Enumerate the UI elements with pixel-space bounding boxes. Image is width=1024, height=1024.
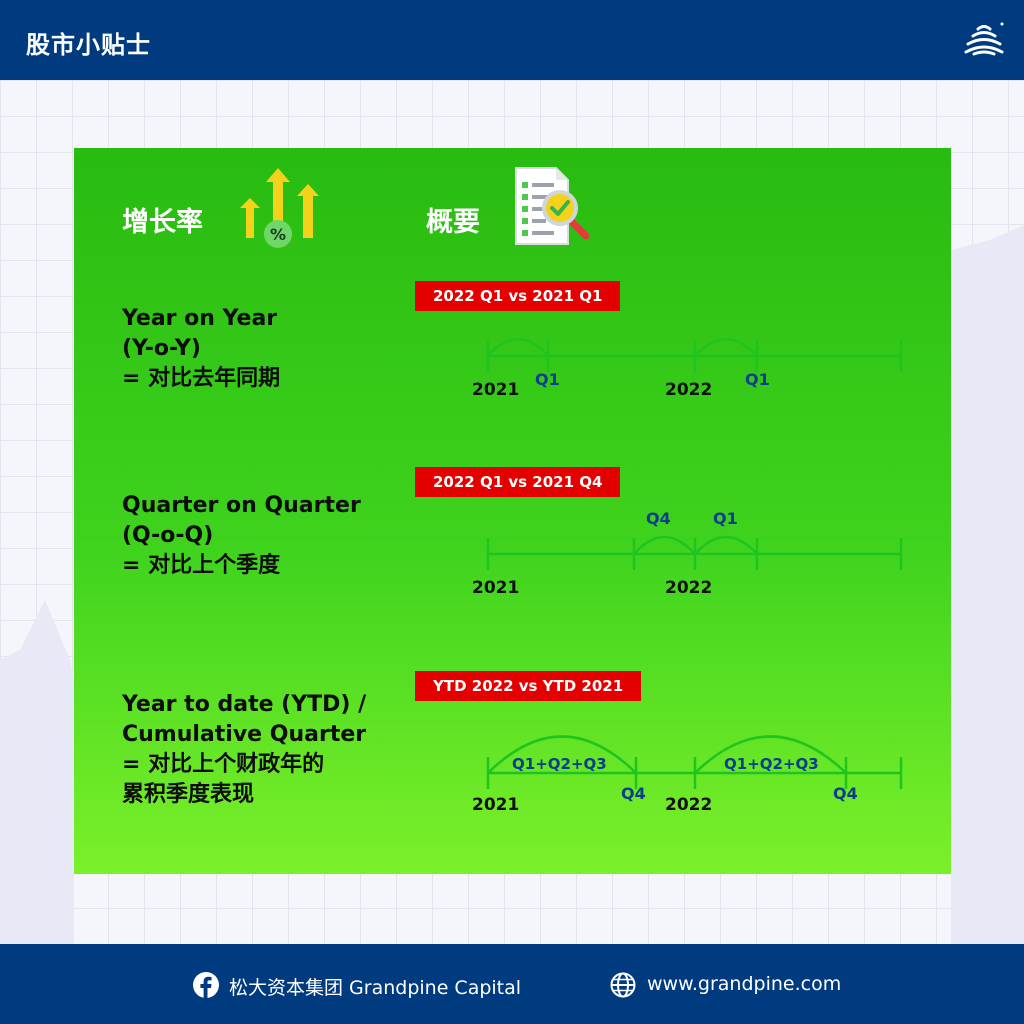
row-qoq-comparison-tag: 2022 Q1 vs 2021 Q4 <box>415 467 621 497</box>
quarter-label: Q1 <box>535 370 560 389</box>
year-label: 2022 <box>665 380 712 400</box>
year-label: 2021 <box>472 578 519 598</box>
row-yoy-timeline: 2021 2022 Q1 Q1 <box>472 337 903 400</box>
row-ytd-comparison-tag: YTD 2022 vs YTD 2021 <box>415 671 642 701</box>
quarter-label: Q4 <box>646 509 671 528</box>
quarter-label: Q4 <box>621 784 646 803</box>
quarter-label: Q1 <box>745 370 770 389</box>
quarter-label: Q1+Q2+Q3 <box>724 755 819 773</box>
svg-text:%: % <box>270 225 286 244</box>
top-header-bar: 股市小贴士 <box>0 0 1024 80</box>
row-qoq-timeline: 2021 2022 Q4 Q1 <box>472 509 903 598</box>
facebook-icon[interactable] <box>193 972 219 998</box>
year-label: 2022 <box>665 795 712 815</box>
document-magnifier-icon <box>515 167 590 245</box>
year-label: 2021 <box>472 795 519 815</box>
row-yoy-label: Year on Year (Y-o-Y) = 对比去年同期 <box>122 306 281 391</box>
column-header-growth-rate: 增长率 <box>122 207 203 238</box>
pine-tree-logo-icon <box>964 22 1004 56</box>
quarter-label: Q1+Q2+Q3 <box>512 755 607 773</box>
globe-icon <box>610 972 636 998</box>
row-qoq-label: Quarter on Quarter (Q-o-Q) = 对比上个季度 <box>122 493 361 578</box>
quarter-label: Q4 <box>833 784 858 803</box>
row-ytd-label: Year to date (YTD) / Cumulative Quarter … <box>122 692 367 807</box>
website-link[interactable]: www.grandpine.com <box>647 973 842 995</box>
footer-bar <box>0 944 1024 1024</box>
column-header-summary: 概要 <box>426 207 480 238</box>
page-title: 股市小贴士 <box>26 31 151 59</box>
quarter-label: Q1 <box>713 509 738 528</box>
row-yoy-comparison-tag: 2022 Q1 vs 2021 Q1 <box>415 281 621 311</box>
row-ytd-timeline: 2021 2022 Q1+Q2+Q3 Q4 Q1+Q2+Q3 Q4 <box>472 735 903 815</box>
facebook-page-link[interactable]: 松大资本集团 Grandpine Capital <box>229 977 522 999</box>
growth-arrows-percent-icon: % <box>240 168 319 248</box>
year-label: 2021 <box>472 380 519 400</box>
year-label: 2022 <box>665 578 712 598</box>
